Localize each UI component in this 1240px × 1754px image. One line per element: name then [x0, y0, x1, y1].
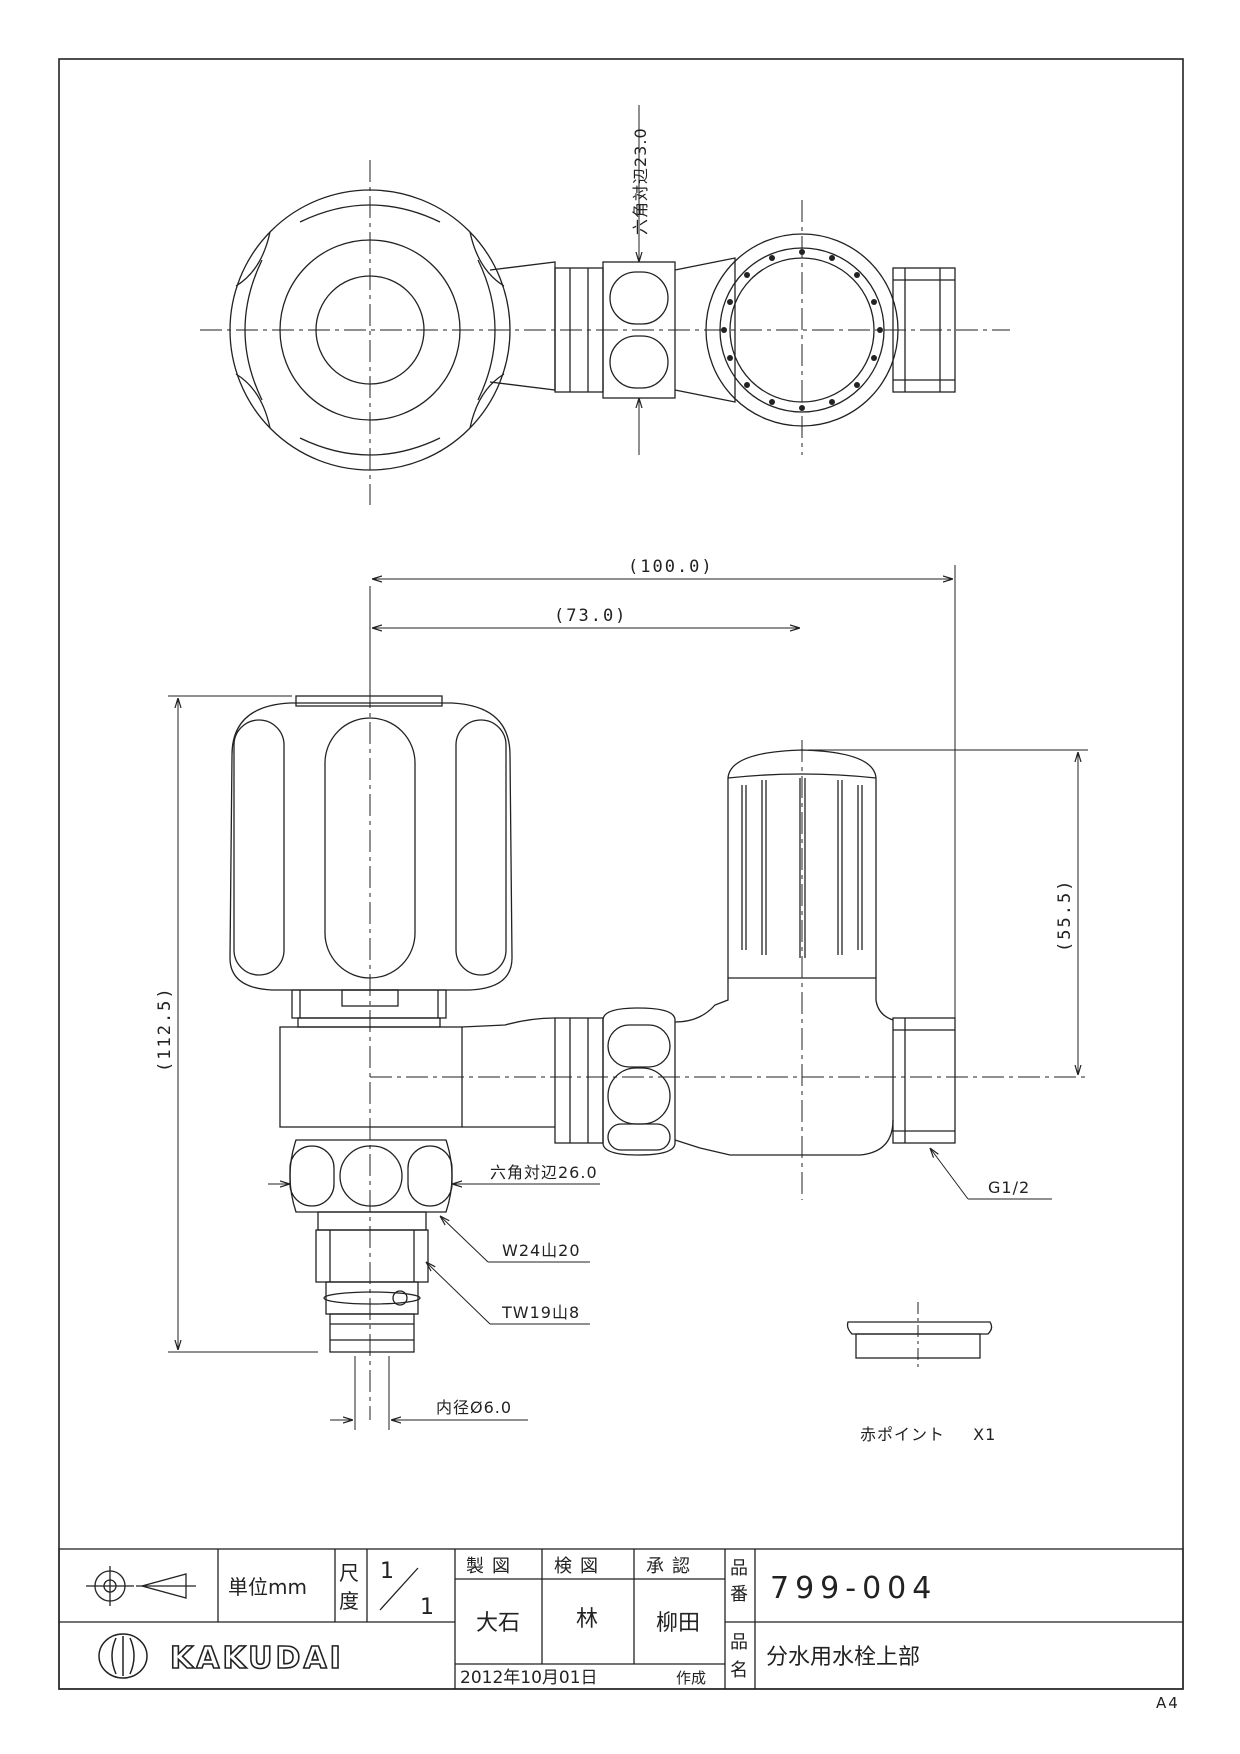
projection-symbol-icon: [86, 1566, 196, 1606]
front-view: [229, 695, 956, 1353]
made-label: 製図: [466, 1556, 518, 1577]
unit-label: 単位mm: [228, 1575, 307, 1599]
front-handle-outline: [229, 702, 513, 991]
callout-g-half: G1/2: [988, 1178, 1030, 1197]
title-block: [58, 1548, 1184, 1690]
brand-wordmark: KAKUDAI: [170, 1641, 344, 1676]
checked-label: 検図: [554, 1556, 606, 1577]
accessory-qty: X1: [973, 1425, 996, 1444]
dim-overall-width: (100.0): [628, 557, 714, 577]
part-number: 799-004: [770, 1571, 937, 1606]
callout-thread-w24: W24山20: [502, 1241, 581, 1260]
scale-numerator: 1: [380, 1559, 394, 1584]
part-name: 分水用水栓上部: [766, 1645, 920, 1670]
approved-by: 柳田: [656, 1611, 700, 1636]
kakudai-logo: [98, 1633, 148, 1679]
dim-center-distance: (73.0): [554, 606, 627, 626]
drawing-frame: [58, 58, 1184, 1690]
part-name-label-top: 品: [730, 1632, 748, 1653]
drawing-date: 2012年10月01日: [460, 1668, 598, 1688]
ring-pins: [721, 249, 883, 411]
approved-label: 承認: [646, 1556, 698, 1577]
dim-hex-23: 六角対辺23.0: [631, 127, 650, 235]
sheet-size: A4: [1156, 1694, 1180, 1712]
checked-by: 林: [576, 1607, 598, 1632]
scale-label-top: 尺: [339, 1561, 359, 1585]
part-no-label-bottom: 番: [730, 1584, 748, 1605]
accessory-label: 赤ポイント X1: [860, 1425, 996, 1444]
scale-denominator: 1: [420, 1595, 434, 1620]
accessory-name: 赤ポイント: [860, 1425, 945, 1444]
created-label: 作成: [676, 1669, 706, 1687]
scale-label-2: 度: [339, 1589, 359, 1613]
part-name-label-bottom: 名: [730, 1660, 748, 1681]
callout-thread-tw19: TW19山8: [501, 1303, 580, 1322]
scale-label: 尺: [339, 1561, 359, 1585]
made-by: 大石: [476, 1611, 520, 1636]
dim-cap-height: (55.5): [1055, 879, 1075, 952]
callout-inner-dia: 内径Ø6.0: [436, 1398, 512, 1417]
dim-overall-height: (112.5): [155, 986, 175, 1072]
part-no-label-top: 品: [730, 1558, 748, 1579]
accessory-red-point: [846, 1302, 993, 1370]
callout-hex-26: 六角対辺26.0: [490, 1163, 598, 1182]
